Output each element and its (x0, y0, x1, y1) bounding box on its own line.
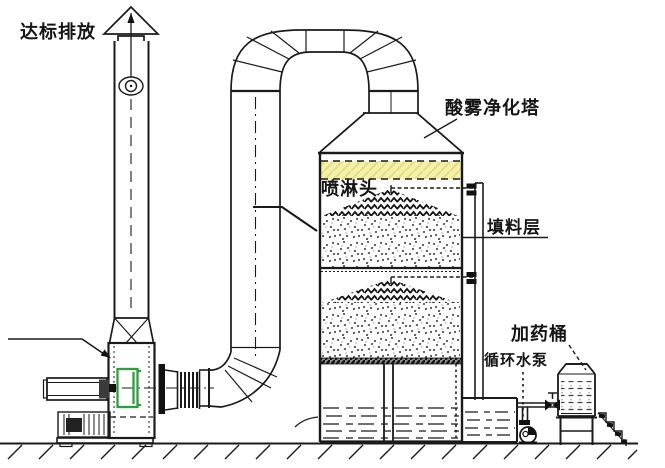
water-level (323, 407, 459, 439)
label-spray-head: 喷淋头 (321, 179, 378, 199)
fan-unit (42, 341, 214, 448)
demister-band (321, 161, 461, 179)
flex-connector (164, 368, 210, 411)
label-packing-layer: 填料层 (487, 218, 541, 237)
tower-sump (323, 364, 459, 441)
fan-inlet-arrow (8, 338, 108, 357)
sump-drain (294, 416, 319, 428)
inlet-duct-elbow (208, 346, 281, 408)
outlet-flange (158, 364, 165, 414)
label-tower: 酸雾净化塔 (445, 98, 540, 118)
spray-head-leader (253, 205, 318, 232)
bend-segment-joints (232, 30, 417, 73)
packing-layer-1-fill (322, 215, 460, 267)
spray-header-1 (322, 189, 458, 216)
pipe-fittings (466, 183, 477, 284)
tower-cone (319, 112, 463, 153)
cap-bracket (117, 35, 145, 41)
steps (597, 412, 628, 446)
tower-label-leader (423, 118, 458, 139)
riser-pipe (390, 182, 484, 400)
up-arrow-icon (127, 13, 135, 23)
exhaust-stack (101, 5, 161, 344)
base-plate (56, 437, 154, 448)
barrel-stand (556, 416, 597, 445)
dosing-barrel (557, 363, 596, 417)
motor (42, 377, 109, 401)
elbow-segment-joints (224, 357, 278, 403)
barrel-label-leader (568, 344, 587, 371)
packing-support-2 (321, 357, 461, 365)
damper-green-highlight (116, 367, 141, 409)
tower-body (294, 151, 464, 443)
tank-water-level (465, 411, 515, 436)
dosing-pipe (517, 392, 560, 411)
label-dosing-barrel: 加药桶 (511, 324, 568, 344)
stack-flare (108, 317, 155, 344)
ground-hatch (7, 444, 638, 460)
motor-base-unit (57, 411, 111, 438)
u-duct (230, 29, 419, 358)
label-circulating-pump: 循环水泵 (484, 352, 549, 369)
barrel-contents (561, 381, 592, 413)
label-emission: 达标排放 (20, 22, 96, 42)
side-tank (462, 397, 518, 443)
tower-internals (321, 160, 461, 441)
spray-header-2 (322, 279, 458, 303)
circulating-pump (519, 407, 537, 444)
sampling-port (118, 76, 144, 96)
leader-lines (8, 118, 587, 420)
ground (0, 442, 638, 460)
packing-layer-2-fill (322, 302, 460, 358)
